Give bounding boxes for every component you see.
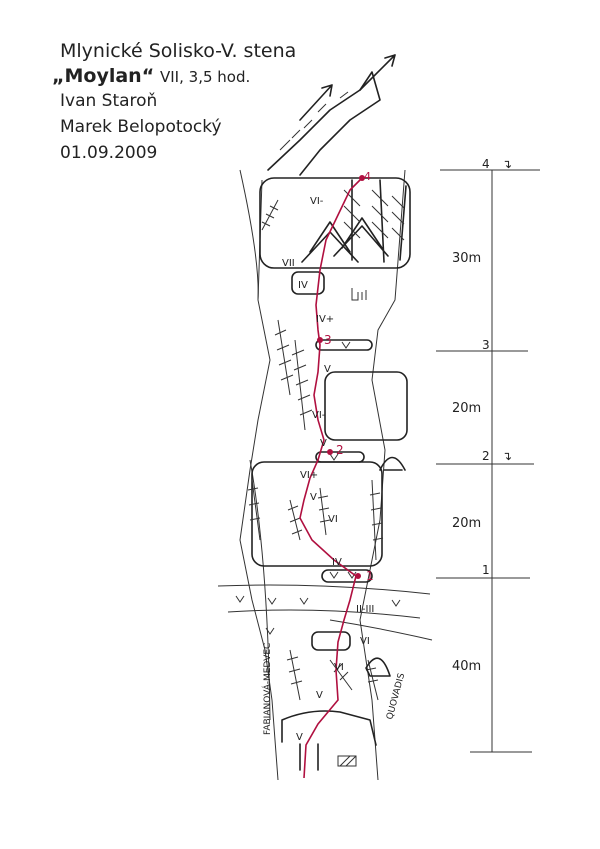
block-top xyxy=(259,177,411,269)
grade: II-III xyxy=(356,604,374,615)
crack-hatching xyxy=(247,199,384,701)
grade: VI- xyxy=(310,196,324,207)
grade: V xyxy=(296,732,303,743)
route-line xyxy=(299,177,363,779)
bottom-boulder xyxy=(281,710,377,771)
scale-label-4: 4 xyxy=(482,157,490,171)
terrace-bands xyxy=(217,584,433,641)
grade: V xyxy=(324,364,331,375)
pitch-length-4: 30m xyxy=(452,251,481,266)
belay-dot-3 xyxy=(317,337,323,343)
author-1: Ivan Staroň xyxy=(60,91,157,111)
wall-outline xyxy=(239,169,406,781)
small-block-2 xyxy=(311,631,351,651)
ledge-arrows xyxy=(235,341,401,635)
height-scale: 4 ↴ 3 2 ↴ 1 30m 20m 20m 40m xyxy=(436,157,540,753)
pitch-length-3: 20m xyxy=(452,401,481,416)
gully xyxy=(379,456,406,471)
date: 01.09.2009 xyxy=(60,143,157,163)
belay-label-2: 2 xyxy=(336,443,344,457)
side-route-right: QUOVADIS xyxy=(385,672,407,721)
author-2: Marek Belopotocký xyxy=(60,117,222,137)
ledge-1 xyxy=(321,569,373,583)
grade: IV xyxy=(298,280,308,291)
belay-dot-4 xyxy=(359,175,365,181)
grade: VI+ xyxy=(300,470,318,481)
title: Mlynické Solisko-V. stena xyxy=(60,40,296,62)
small-block-1 xyxy=(291,271,325,295)
belays: 1 2 3 4 xyxy=(317,170,374,583)
grade: VI xyxy=(328,514,338,525)
scale-label-2: 2 xyxy=(482,449,490,463)
rock-blocks xyxy=(251,177,411,771)
grade: VI xyxy=(334,662,344,673)
grade: IV xyxy=(332,557,342,568)
scale-label-1: 1 xyxy=(482,563,490,577)
grade: VI xyxy=(360,636,370,647)
grade: V xyxy=(316,690,323,701)
bottom-hatch-box xyxy=(337,755,357,767)
block-middle xyxy=(324,371,408,441)
abseil-mark-4: ↴ xyxy=(502,157,512,171)
belay-dot-1 xyxy=(355,573,361,579)
belay-dot-2 xyxy=(327,449,333,455)
pitch-length-1: 40m xyxy=(452,659,481,674)
abseil-mark-2: ↴ xyxy=(502,449,512,463)
ledge-3 xyxy=(315,339,373,351)
route-name: „Moylan“ xyxy=(52,65,154,87)
ledge-2 xyxy=(315,451,365,463)
quovadis-slab xyxy=(365,657,391,677)
belay-label-4: 4 xyxy=(364,170,371,183)
summit-ridge xyxy=(267,54,396,176)
belay-label-1: 1 xyxy=(366,569,374,583)
route-grade-time: VII, 3,5 hod. xyxy=(160,68,250,86)
header: Mlynické Solisko-V. stena „Moylan“ VII, … xyxy=(52,40,296,163)
side-route-left: FABIANOVÁ-MEDVEC xyxy=(261,643,273,735)
scale-label-3: 3 xyxy=(482,338,490,352)
grade: V xyxy=(310,492,317,503)
grade: VII xyxy=(282,258,295,269)
grade: IV+ xyxy=(316,314,334,325)
overhang-chevrons xyxy=(301,179,407,263)
grade: V xyxy=(320,438,327,449)
pitch-grades: VI VI V V IV VI V VI+ II-III V VI- V IV+… xyxy=(282,196,374,743)
pitch-length-2: 20m xyxy=(452,516,481,531)
grade: VI- xyxy=(312,410,326,421)
belay-label-3: 3 xyxy=(324,333,332,347)
